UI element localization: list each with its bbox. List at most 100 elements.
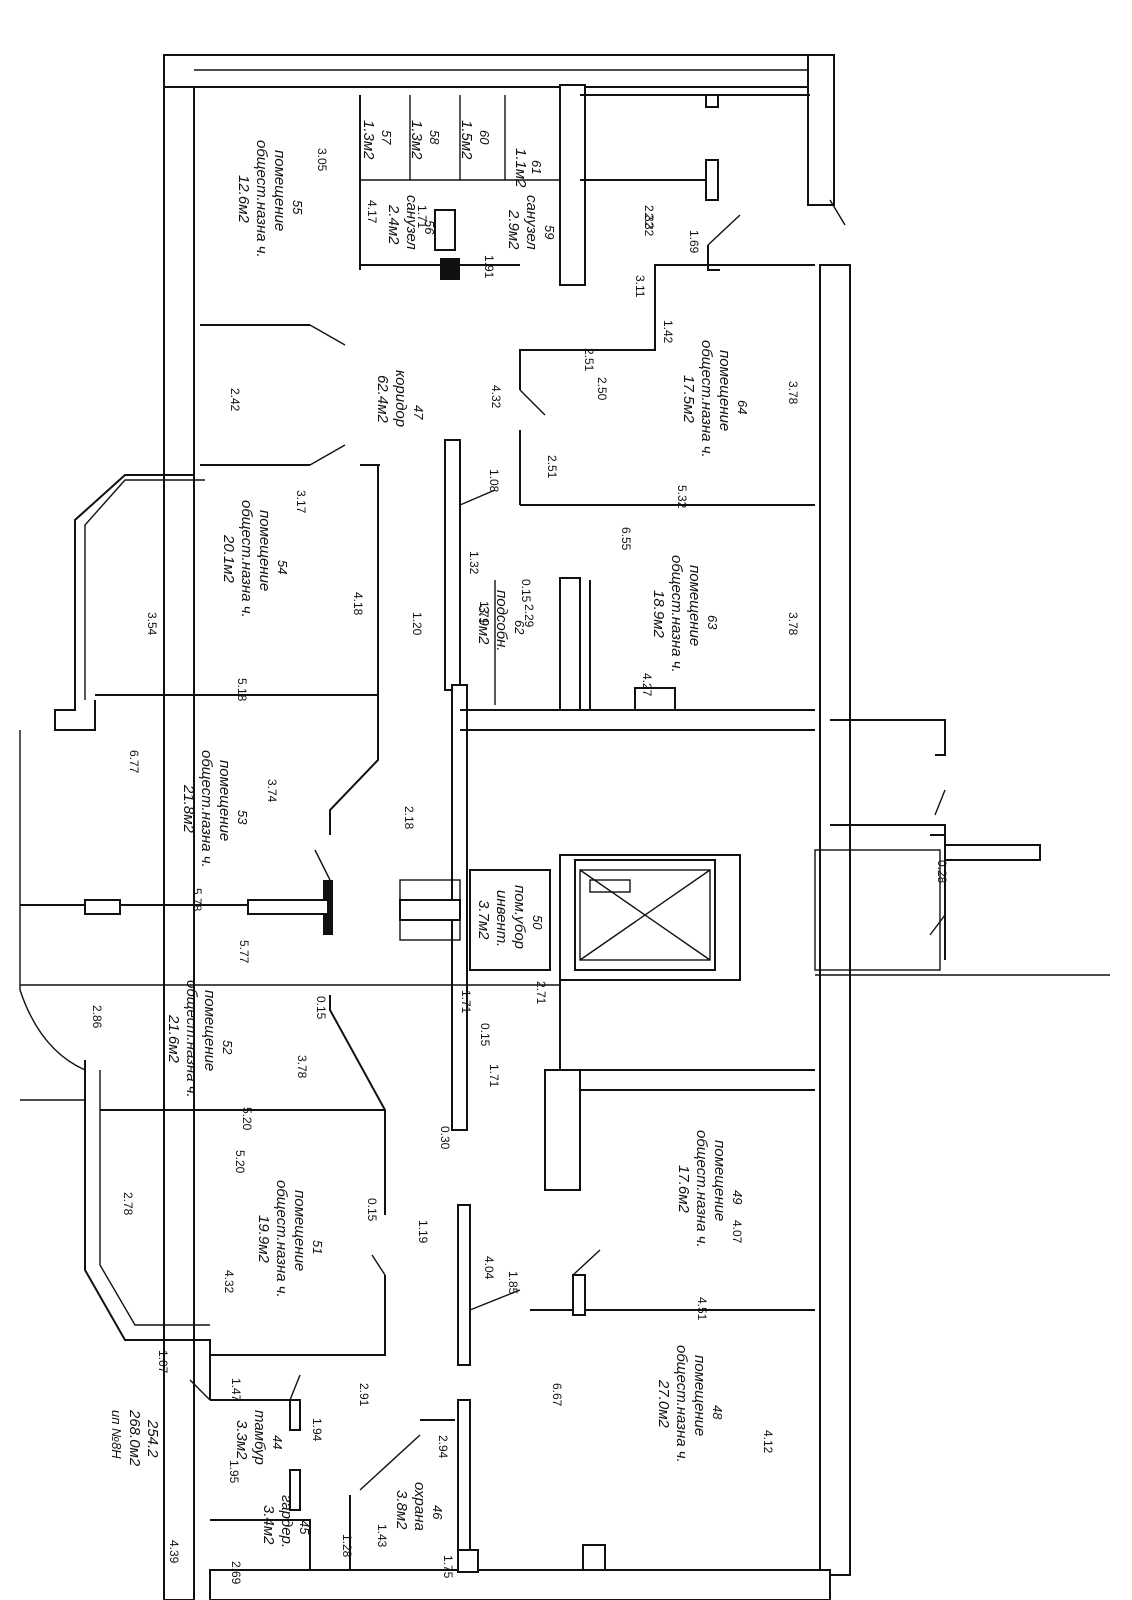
dimension-label: 1.32 <box>467 551 481 575</box>
room-area: 20.1м2 <box>220 534 237 583</box>
room-area: 21.8м2 <box>180 784 197 833</box>
room-44-label: 44 тамбур 3.3м2 <box>233 1410 285 1465</box>
dimension-label: 2.51 <box>582 348 596 372</box>
room-name-2: общест.назна ч. <box>693 1130 710 1248</box>
room-number: 49 <box>730 1190 745 1204</box>
room-area: 18.9м2 <box>650 590 667 638</box>
room-47-label: 47 коридор 62.4м2 <box>374 370 426 427</box>
room-name: охрана <box>411 1482 428 1531</box>
dimension-label: 1.71 <box>459 990 473 1014</box>
room-area: 1.1м2 <box>512 148 529 188</box>
room-name: помещение <box>711 1140 728 1221</box>
dimension-label: 3.11 <box>633 275 647 298</box>
dimension-label: 1.07 <box>156 1350 170 1374</box>
room-45-label: 45 гардер. 3.4м2 <box>260 1495 312 1548</box>
room-name-2: общест.назна ч. <box>253 140 270 258</box>
room-name-2: общест.назна ч. <box>698 340 715 458</box>
room-55-label: 55 помещение общест.назна ч. 12.6м2 <box>235 140 305 258</box>
dimension-label: 4.17 <box>365 200 379 224</box>
room-number: 61 <box>529 160 544 174</box>
dimension-label: 2.91 <box>357 1383 371 1407</box>
room-area: 3.4м2 <box>260 1505 277 1545</box>
room-51-label: 51 помещение общест.назна ч. 19.9м2 <box>255 1180 325 1298</box>
room-62-label: 62 подсобн. 3.9м2 <box>475 590 527 652</box>
room-number: 47 <box>411 405 426 420</box>
dimension-label: 4.39 <box>167 1540 181 1564</box>
room-57-label: 57 1.3м2 <box>360 120 394 160</box>
room-name: помещение <box>691 1355 708 1436</box>
bay-window-51 <box>84 1060 211 1400</box>
room-name: пом.убор <box>511 885 528 949</box>
room-number: 51 <box>310 1240 325 1254</box>
dimension-label: 2.50 <box>595 377 609 401</box>
room-number: 53 <box>235 810 250 825</box>
room-number: 44 <box>270 1435 285 1449</box>
room-area: 1.3м2 <box>360 120 377 160</box>
total-area-1: 254.2 <box>144 1419 161 1458</box>
dimension-label: 3.54 <box>145 612 159 636</box>
bay-window-54 <box>54 440 205 731</box>
dimension-label: 4.12 <box>761 1430 775 1454</box>
room-name: помещение <box>291 1190 308 1271</box>
room-number: 50 <box>530 915 545 930</box>
dimension-label: 1.94 <box>310 1418 324 1442</box>
room-name-2: общест.назна ч. <box>673 1345 690 1463</box>
room-number: 48 <box>710 1405 725 1420</box>
room-name: гардер. <box>278 1495 295 1548</box>
dimension-label: 1.71 <box>477 601 491 625</box>
top-wall <box>163 54 835 88</box>
room-52-label: 52 помещение общест.назна ч. 21.6м2 <box>165 980 235 1098</box>
dimension-label: 1.42 <box>661 320 675 344</box>
room-area: 19.9м2 <box>255 1215 272 1263</box>
dimension-label: 6.77 <box>127 750 141 774</box>
dimension-label: 2.94 <box>436 1435 450 1459</box>
room-name: подсобн. <box>493 590 510 652</box>
room-area: 2.9м2 <box>505 209 522 250</box>
dimension-label: 0.28 <box>935 860 949 884</box>
west-wall <box>163 54 195 1600</box>
room-number: 52 <box>220 1040 235 1055</box>
dimension-label: 3.17 <box>294 490 308 514</box>
dimension-label: 0.15 <box>365 1198 379 1222</box>
room-name: санузел <box>523 195 540 250</box>
room-48-label: 48 помещение общест.назна ч. 27.0м2 <box>655 1345 725 1463</box>
dimension-label: 3.74 <box>265 779 279 803</box>
dimension-label: 1.19 <box>416 1220 430 1244</box>
dimension-label: 2.32 <box>642 205 656 229</box>
dimension-label: 1.75 <box>441 1555 455 1579</box>
dimension-label: 4.07 <box>730 1220 744 1244</box>
dimension-label: 3.78 <box>786 381 800 405</box>
dimension-label: 0.30 <box>438 1126 452 1150</box>
room-63-label: 63 помещение общест.назна ч. 18.9м2 <box>650 555 720 673</box>
room-number: 45 <box>297 1520 312 1535</box>
room-name-2: общест.назна ч. <box>238 500 255 618</box>
room-number: 55 <box>290 200 305 215</box>
room-name: помещение <box>256 510 273 591</box>
dimension-label: 2.86 <box>90 1005 104 1029</box>
dimension-label: 1.95 <box>227 1460 241 1484</box>
outer-left-wall <box>19 730 86 1101</box>
room-area: 17.5м2 <box>680 375 697 423</box>
dimension-label: 2.29 <box>522 604 536 628</box>
room-area: 27.0м2 <box>655 1379 672 1428</box>
dimension-label: 1.43 <box>375 1524 389 1548</box>
room-area: 12.6м2 <box>235 175 252 223</box>
total-area-label: 254.2 268.0м2 ип №8Н <box>109 1409 161 1467</box>
room-61-label: 61 1.1м2 <box>512 148 544 188</box>
dimension-label: 4.18 <box>351 592 365 616</box>
room-46-label: 46 охрана 3.8м2 <box>393 1482 445 1531</box>
room-64-label: 64 помещение общест.назна ч. 17.5м2 <box>680 340 750 458</box>
room-number: 46 <box>430 1505 445 1520</box>
room-number: 57 <box>379 130 394 145</box>
room-name: помещение <box>716 350 733 431</box>
dimension-label: 2.51 <box>545 455 559 479</box>
room-59-label: 59 санузел 2.9м2 <box>505 195 557 250</box>
dimension-label: 2.69 <box>229 1561 243 1585</box>
dimension-label: 5.20 <box>233 1150 247 1174</box>
room-number: 64 <box>735 400 750 414</box>
dimension-label: 2.78 <box>121 1192 135 1216</box>
room-area: 21.6м2 <box>165 1014 182 1063</box>
dimension-label: 5.77 <box>237 940 251 964</box>
dimension-label: 3.05 <box>315 148 329 172</box>
room-number: 58 <box>427 130 442 145</box>
